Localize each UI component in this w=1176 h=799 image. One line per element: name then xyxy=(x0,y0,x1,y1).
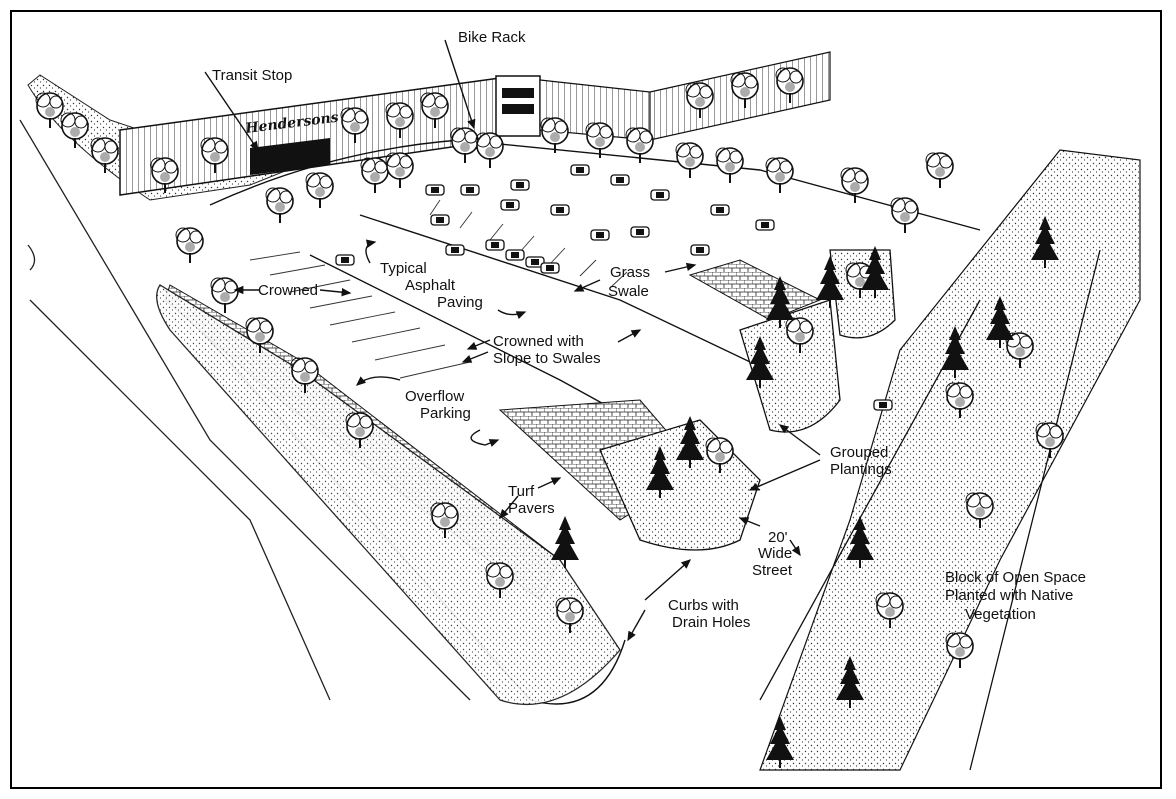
leader-grouped-1 xyxy=(778,424,821,456)
leader-asphalt xyxy=(497,309,527,320)
leader-slope-left xyxy=(461,351,489,363)
label-vegetation: Vegetation xyxy=(965,606,1036,623)
leader-typical-paving xyxy=(365,239,377,264)
label-typical: Typical xyxy=(380,260,427,277)
label-crowned: Crowned xyxy=(258,282,318,299)
label-planted-with-native: Planted with Native xyxy=(945,587,1073,604)
label-swale: Swale xyxy=(608,283,649,300)
label-20ft: 20' xyxy=(768,529,788,546)
leader-overflow xyxy=(355,376,401,386)
label-plantings: Plantings xyxy=(830,461,892,478)
label-overflow: Overflow xyxy=(405,388,464,405)
label-paving: Paving xyxy=(437,294,483,311)
leader-grass-swale xyxy=(573,279,601,292)
leader-grouped-2 xyxy=(748,459,821,491)
leader-curbs-2 xyxy=(627,609,646,642)
leader-grass-swale-right xyxy=(664,262,697,273)
leader-parking xyxy=(470,429,500,447)
callout-labels: Transit Stop Bike Rack Typical Asphalt P… xyxy=(212,29,1086,631)
parking-stripes xyxy=(249,199,628,379)
leader-bike-rack xyxy=(444,39,476,130)
label-grass: Grass xyxy=(610,264,650,281)
leader-crowned-right xyxy=(319,287,352,297)
label-transit-stop: Transit Stop xyxy=(212,67,292,84)
open-space-block xyxy=(759,149,1141,771)
label-parking: Parking xyxy=(420,405,471,422)
upper-planting-island xyxy=(739,299,841,433)
label-street: Street xyxy=(752,562,793,579)
leader-turf xyxy=(537,477,562,489)
left-road xyxy=(19,119,471,701)
label-asphalt: Asphalt xyxy=(405,277,456,294)
label-pavers: Pavers xyxy=(508,500,555,517)
label-slope-to-swales: Slope to Swales xyxy=(493,350,601,367)
leader-turf-pavers xyxy=(499,495,519,520)
label-curbs-with: Curbs with xyxy=(668,597,739,614)
leader-slope xyxy=(617,329,642,343)
label-drain-holes: Drain Holes xyxy=(672,614,750,631)
left-planting-island xyxy=(156,284,621,706)
label-grouped: Grouped xyxy=(830,444,888,461)
label-block-of-open-space: Block of Open Space xyxy=(945,569,1086,586)
drawing-border xyxy=(10,10,1162,789)
leader-curbs xyxy=(644,559,692,601)
label-bike-rack: Bike Rack xyxy=(458,29,526,46)
leader-transit-stop xyxy=(204,71,259,152)
leader-20ft xyxy=(738,517,761,527)
label-wide: Wide xyxy=(758,545,792,562)
label-turf: Turf xyxy=(508,483,535,500)
leader-street xyxy=(789,539,801,557)
label-crowned-with: Crowned with xyxy=(493,333,584,350)
callout-leaders xyxy=(204,39,821,642)
leader-crowned-with xyxy=(466,339,491,350)
